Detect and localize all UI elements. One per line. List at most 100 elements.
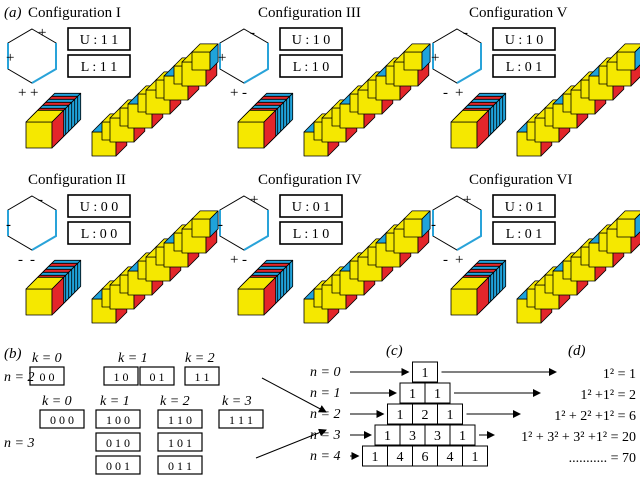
pascal-cell: 2 [422,408,429,423]
extended-chain [91,43,219,157]
configuration-block: Configuration VI+--+U : 0 1L : 0 1 [431,172,640,324]
fold-sign: - [431,217,436,233]
pascal-cell: 1 [447,408,454,423]
configuration-block: Configuration III-++-U : 1 0L : 1 0 [218,5,431,157]
n2-k0-label: k = 0 [32,351,62,366]
fold-sign: - [242,85,247,101]
n2-cell-box [139,366,175,386]
fold-sign: + [38,25,46,41]
sum-of-squares: 1² = 1 1² +1² = 2 1² + 2² +1² = 6 1² + 3² +… [441,367,636,466]
pascal-cell: 1 [459,429,466,444]
panel-label-b: (b) [4,346,22,362]
configuration-block: Configuration V-+-+U : 1 0L : 0 1 [431,5,640,157]
n3-cell: 1 1 0 [168,413,192,427]
hexagon-highlight [31,43,57,84]
ul-boxes: U : 0 1L : 1 0 [279,194,343,245]
ul-boxes: U : 0 0L : 0 0 [67,194,131,245]
n3-k3-label: k = 3 [222,394,252,409]
ul-boxes: U : 0 1L : 0 1 [492,194,556,245]
ul-boxes: U : 1 0L : 1 0 [279,27,343,78]
extended-chain [303,43,431,157]
pascal-cell: 1 [372,450,379,465]
u-label: U : 1 1 [80,33,119,48]
pascal-cell: 3 [409,429,416,444]
pascal-cell: 4 [447,450,454,465]
hexagon-highlight [456,210,482,251]
fold-sign: + [30,85,38,101]
n3-cells [39,409,264,475]
pascal-row-label: n = 2 [310,407,340,422]
sum-expression: 1² = 1 [603,367,636,382]
fold-sign: + [230,252,238,268]
folded-block [25,259,82,316]
n2-cell-box [184,366,220,386]
n3-k2-label: k = 2 [160,394,190,409]
fold-sign: + [463,192,471,208]
fold-sign: + [218,50,226,66]
configuration-title: Configuration I [28,5,121,21]
extended-chain [303,210,431,324]
l-label: L : 1 0 [293,227,329,242]
n3-cell: 0 0 1 [106,459,130,473]
hexagon-outline [432,28,482,84]
pascal-cell: 1 [397,408,404,423]
l-label: L : 0 1 [506,227,542,242]
extended-chain [516,210,640,324]
folded-block [237,92,294,149]
sum-expression: 1² +1² = 2 [580,388,636,403]
fold-sign: - [38,192,43,208]
pascal-row-label: n = 3 [310,428,340,443]
panel-label-a: (a) [4,5,22,21]
configuration-title: Configuration II [28,172,126,188]
fold-sign: - [30,252,35,268]
hexagon-highlight [456,43,482,84]
panel-label-d: (d) [568,343,586,359]
pascal-cell: 1 [434,387,441,402]
u-label: U : 1 0 [505,33,544,48]
extended-chain [91,210,219,324]
hexagon-outline [219,195,269,251]
arrow-n3 [255,428,327,459]
fold-sign: - [18,252,23,268]
extended-chain [516,43,640,157]
fold-sign: + [18,85,26,101]
configuration-title: Configuration III [258,5,361,21]
ul-boxes: U : 1 0 L : 0 1 [492,27,556,78]
u-label: U : 1 0 [292,33,331,48]
n2-cell: 1 0 [114,370,129,384]
hexagon-highlight [31,210,57,251]
pascal-cell-box [462,445,488,467]
configuration-title: Configuration IV [258,172,362,188]
sum-expression: ........... = 70 [569,451,636,466]
n3-cell: 1 0 0 [106,413,130,427]
folded-block [450,92,507,149]
fold-sign: - [443,252,448,268]
l-label: L : 0 1 [506,60,542,75]
sum-expression: 1² + 2² +1² = 6 [554,409,636,424]
fold-sign: - [218,217,223,233]
pascal-cell: 3 [434,429,441,444]
n2-cell-box [103,366,139,386]
n3-cell: 0 1 1 [168,459,192,473]
configurations-panel: Configuration I++++U : 1 1L : 1 1Configu… [6,5,640,324]
folded-block [450,259,507,316]
n3-cell: 1 1 1 [229,413,253,427]
n2-k1-label: k = 1 [118,351,148,366]
fold-sign: - [443,85,448,101]
configuration-block: Configuration IV+-+-U : 0 1L : 1 0 [218,172,431,324]
u-label: U : 0 0 [80,200,119,215]
fold-sign: - [242,252,247,268]
fold-sign: + [455,85,463,101]
n3-label: n = 3 [4,436,34,451]
fold-sign: - [250,25,255,41]
configuration-title: Configuration VI [469,172,572,188]
ul-boxes: U : 1 1L : 1 1 [67,27,131,78]
pascal-cell-box [412,361,438,383]
configuration-block: Configuration II----U : 0 0L : 0 0 [6,172,219,324]
panel-label-c: (c) [386,343,403,359]
n3-cell: 0 0 0 [50,413,74,427]
fold-sign: + [6,50,14,66]
sum-expression: 1² + 3² + 3² +1² = 20 [521,430,636,445]
fold-sign: + [431,50,439,66]
